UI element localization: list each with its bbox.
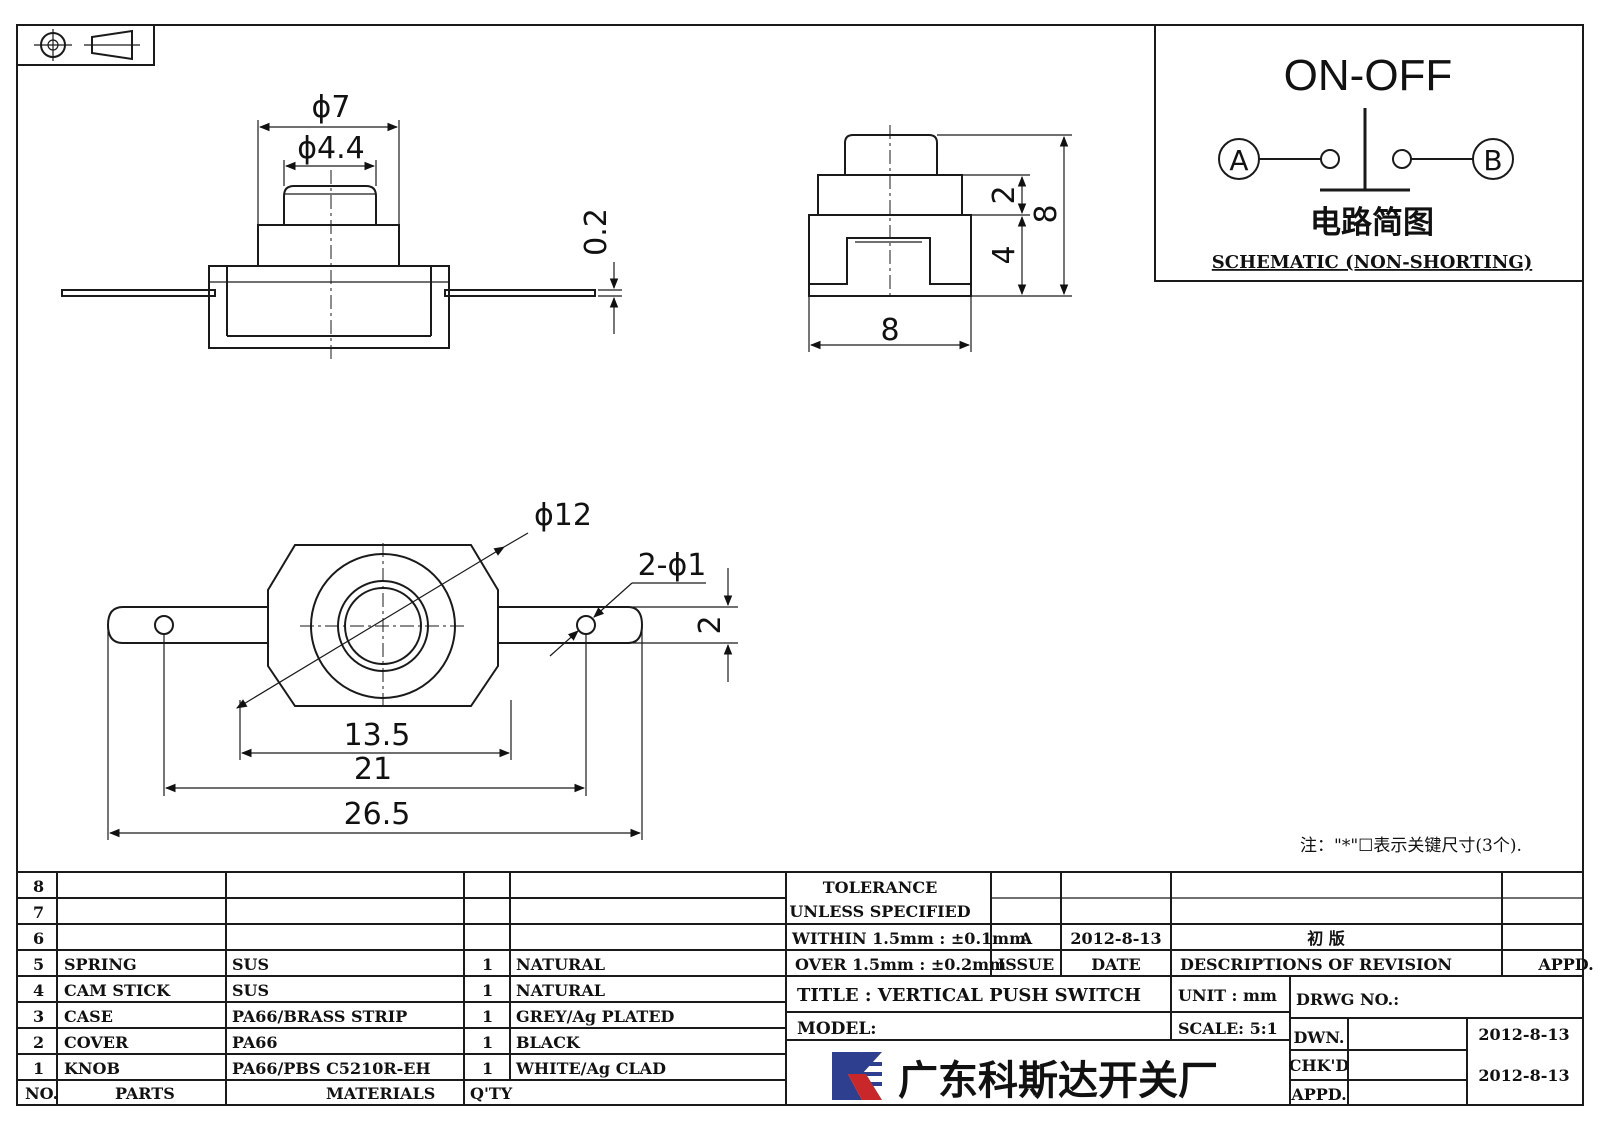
svg-text:ISSUE: ISSUE xyxy=(998,955,1054,974)
svg-text:SUS: SUS xyxy=(232,981,269,1000)
svg-text:1: 1 xyxy=(482,1007,493,1026)
dim-front-2: 2 xyxy=(987,185,1022,204)
checked-date: 2012-8-13 xyxy=(1478,1066,1569,1085)
title-block xyxy=(17,871,1583,1105)
schematic-caption-en: SCHEMATIC (NON-SHORTING) xyxy=(1212,252,1532,273)
svg-text:PARTS: PARTS xyxy=(115,1084,175,1103)
svg-text:1: 1 xyxy=(482,955,493,974)
unit-label: UNIT : mm xyxy=(1178,986,1277,1005)
dim-13-5: 13.5 xyxy=(344,718,411,753)
svg-text:CAM STICK: CAM STICK xyxy=(64,981,171,1000)
svg-text:TOLERANCE: TOLERANCE xyxy=(823,878,938,897)
svg-text:PA66/BRASS STRIP: PA66/BRASS STRIP xyxy=(232,1007,407,1026)
svg-text:UNLESS SPECIFIED: UNLESS SPECIFIED xyxy=(789,902,970,921)
svg-text:APPD.: APPD. xyxy=(1290,1085,1346,1104)
bom-header: NO. PARTS MATERIALS Q'TY xyxy=(25,1084,513,1103)
schematic-panel: ON-OFF A B 电路简图 SCHEMATIC (NON-SHORTING) xyxy=(1154,24,1584,282)
dim-phi4-4: ϕ4.4 xyxy=(297,131,365,166)
bom-row: 7 xyxy=(33,903,44,922)
bom-row: 5 SPRING SUS 1 NATURAL xyxy=(33,955,605,974)
svg-text:PA66: PA66 xyxy=(232,1033,278,1052)
bom-row: 4 CAM STICK SUS 1 NATURAL xyxy=(33,981,605,1000)
scale-label: SCALE: 5:1 xyxy=(1178,1019,1278,1038)
revision-block: A 2012-8-13 初 版 ISSUE DATE DESCRIPTIONS … xyxy=(998,929,1594,974)
bom-row: 2 COVER PA66 1 BLACK xyxy=(33,1033,581,1052)
svg-text:COVER: COVER xyxy=(64,1033,129,1052)
top-view: ϕ12 2-ϕ1 2 13.5 21 26.5 xyxy=(106,498,738,840)
drawn-date: 2012-8-13 xyxy=(1478,1025,1569,1044)
svg-text:7: 7 xyxy=(33,903,44,922)
dim-2-phi1: 2-ϕ1 xyxy=(638,548,707,583)
svg-text:NO.: NO. xyxy=(25,1084,58,1103)
svg-text:NATURAL: NATURAL xyxy=(516,955,605,974)
bom-row: 1 KNOB PA66/PBS C5210R-EH 1 WHITE/Ag CLA… xyxy=(33,1059,666,1078)
model-label: MODEL: xyxy=(797,1019,877,1039)
schematic-title: ON-OFF xyxy=(1284,51,1453,100)
svg-text:2: 2 xyxy=(33,1033,44,1052)
svg-text:1: 1 xyxy=(482,1033,493,1052)
svg-text:1: 1 xyxy=(482,1059,493,1078)
svg-text:5: 5 xyxy=(33,955,44,974)
svg-text:PA66/PBS C5210R-EH: PA66/PBS C5210R-EH xyxy=(232,1059,431,1078)
dim-front-8-height: 8 xyxy=(1029,204,1064,223)
svg-text:3: 3 xyxy=(33,1007,44,1026)
side-view: ϕ7 ϕ4.4 0.2 xyxy=(61,90,622,360)
dim-front-4: 4 xyxy=(987,245,1022,264)
dim-front-8-width: 8 xyxy=(880,313,899,348)
svg-text:CASE: CASE xyxy=(64,1007,113,1026)
dim-21: 21 xyxy=(354,752,392,787)
dim-26-5: 26.5 xyxy=(344,797,411,832)
drawing-number-label: DRWG NO.: xyxy=(1296,990,1399,1009)
svg-text:6: 6 xyxy=(33,929,44,948)
svg-text:WHITE/Ag CLAD: WHITE/Ag CLAD xyxy=(515,1059,666,1078)
sheet-border xyxy=(16,24,1584,1106)
svg-text:BLACK: BLACK xyxy=(516,1033,581,1052)
terminal-a-label: A xyxy=(1229,144,1248,177)
svg-text:1: 1 xyxy=(482,981,493,1000)
title-info: TITLE : VERTICAL PUSH SWITCH MODEL: UNIT… xyxy=(797,985,1570,1104)
svg-text:CHK'D: CHK'D xyxy=(1289,1056,1350,1075)
bom-table: 8 7 6 5 SPRING SUS 1 NATURAL 4 CAM STICK… xyxy=(25,877,675,1103)
svg-text:KNOB: KNOB xyxy=(64,1059,120,1078)
schematic-caption-cn: 电路简图 xyxy=(1310,205,1434,241)
company-name: 广东科斯达开关厂 xyxy=(898,1058,1218,1104)
drawing-note: 注："*"☐表示关键尺寸(3个). xyxy=(1300,836,1522,856)
bom-row: 6 xyxy=(33,929,44,948)
revision-description: 初 版 xyxy=(1307,929,1345,948)
svg-text:WITHIN 1.5mm : ±0.1mm: WITHIN 1.5mm : ±0.1mm xyxy=(791,929,1026,948)
dim-0-2: 0.2 xyxy=(579,208,614,256)
projection-symbol-icon xyxy=(16,24,155,66)
svg-text:8: 8 xyxy=(33,877,44,896)
svg-text:NATURAL: NATURAL xyxy=(516,981,605,1000)
dim-top-2: 2 xyxy=(693,615,728,634)
bom-row: 8 xyxy=(33,877,44,896)
company-logo xyxy=(832,1052,882,1100)
svg-text:DESCRIPTIONS OF REVISION: DESCRIPTIONS OF REVISION xyxy=(1180,955,1452,974)
svg-text:GREY/Ag PLATED: GREY/Ag PLATED xyxy=(516,1007,675,1026)
svg-text:Q'TY: Q'TY xyxy=(470,1084,513,1103)
svg-text:SPRING: SPRING xyxy=(64,955,137,974)
terminal-b-label: B xyxy=(1483,144,1502,177)
svg-text:DWN.: DWN. xyxy=(1293,1028,1344,1047)
svg-text:OVER 1.5mm : ±0.2mm: OVER 1.5mm : ±0.2mm xyxy=(795,955,1006,974)
bom-row: 3 CASE PA66/BRASS STRIP 1 GREY/Ag PLATED xyxy=(33,1007,675,1026)
drawing-title: TITLE : VERTICAL PUSH SWITCH xyxy=(797,985,1141,1006)
svg-text:APPD.: APPD. xyxy=(1537,955,1593,974)
svg-text:4: 4 xyxy=(33,981,44,1000)
front-view: 2 4 8 8 xyxy=(808,125,1072,352)
svg-text:SUS: SUS xyxy=(232,955,269,974)
svg-text:DATE: DATE xyxy=(1091,955,1141,974)
tolerance-block: TOLERANCE UNLESS SPECIFIED WITHIN 1.5mm … xyxy=(789,878,1026,974)
dim-phi7: ϕ7 xyxy=(312,90,351,125)
revision-issue: A xyxy=(1019,929,1033,948)
dim-phi12: ϕ12 xyxy=(534,498,592,533)
svg-text:1: 1 xyxy=(33,1059,44,1078)
svg-text:MATERIALS: MATERIALS xyxy=(326,1084,435,1103)
revision-date: 2012-8-13 xyxy=(1070,929,1161,948)
